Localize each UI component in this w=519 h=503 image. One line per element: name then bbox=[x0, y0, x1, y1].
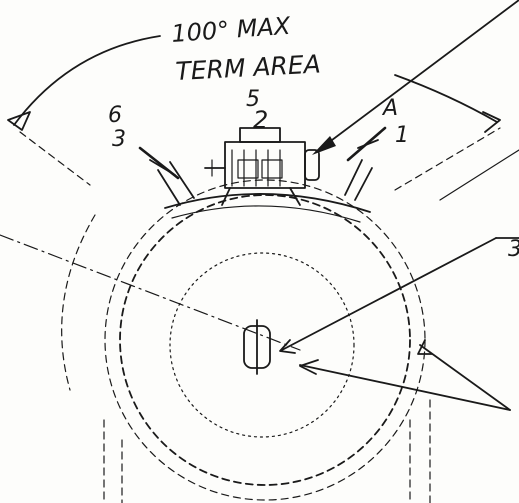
terminal-label-2: 2 bbox=[253, 106, 268, 134]
leader-lower-2 bbox=[419, 344, 511, 411]
right-limit-line-2 bbox=[439, 149, 519, 201]
left-arc-partial bbox=[61, 214, 96, 391]
inner-circle bbox=[169, 252, 355, 438]
leader-lower-2-arrowhead bbox=[417, 339, 433, 355]
terminal-label-5: 5 bbox=[246, 87, 260, 112]
terminal-label-3: 3 bbox=[112, 127, 126, 152]
angle-arc-right bbox=[394, 74, 498, 123]
right-limit-line bbox=[394, 127, 501, 191]
frame-top-arc-2 bbox=[171, 205, 361, 223]
right-arrowhead bbox=[482, 111, 501, 133]
leader-lower-1 bbox=[299, 364, 511, 411]
terminal-label-a: A bbox=[381, 96, 398, 121]
frame-top-arc bbox=[164, 193, 371, 213]
max-angle-label: 100° MAX bbox=[170, 12, 291, 48]
outer-frame-circle bbox=[104, 179, 426, 501]
stator-circle bbox=[119, 194, 411, 486]
left-terminal bbox=[138, 146, 195, 206]
terminal-label-6: 6 bbox=[108, 103, 122, 128]
leader-lower-1-arrowhead bbox=[299, 359, 319, 375]
junction-box bbox=[204, 127, 320, 206]
angle-arc bbox=[13, 35, 161, 126]
leader-shaft-arrowhead bbox=[279, 339, 296, 354]
left-arrowhead bbox=[7, 111, 31, 131]
leader-junction-arrowhead bbox=[312, 136, 336, 155]
center-line bbox=[0, 234, 301, 351]
right-terminal bbox=[344, 126, 387, 201]
leader-junction-box bbox=[315, 0, 519, 153]
callout-label: 3 bbox=[508, 237, 519, 262]
leader-shaft bbox=[281, 237, 497, 351]
term-area-label: TERM AREA bbox=[175, 49, 322, 86]
terminal-label-1: 1 bbox=[395, 123, 409, 148]
left-limit-line bbox=[19, 131, 91, 186]
